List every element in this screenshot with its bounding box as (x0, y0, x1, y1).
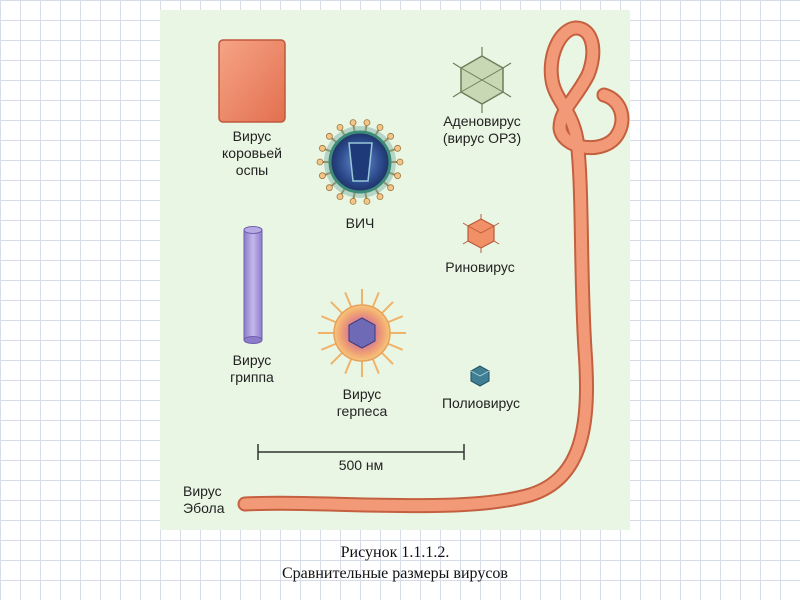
influenza-label: Вирус гриппа (212, 352, 292, 386)
hiv-spike-knob (350, 120, 356, 126)
hiv-spike-knob (350, 198, 356, 204)
hiv-spike-knob (326, 133, 332, 139)
poliovirus-label: Полиовирус (425, 395, 537, 412)
adenovirus-label: Аденовирус (вирус ОРЗ) (422, 113, 542, 147)
herpes-spike (381, 302, 393, 314)
hiv-spike-knob (388, 185, 394, 191)
hiv-spike-knob (395, 145, 401, 151)
poliovirus (471, 366, 489, 386)
hiv-spike-knob (337, 124, 343, 130)
rhinovirus-label: Риновирус (430, 259, 530, 276)
hiv-spike-knob (397, 159, 403, 165)
figure-number: Рисунок 1.1.1.2. (160, 544, 630, 562)
herpes-spike (372, 292, 379, 308)
herpes-spike (331, 352, 343, 364)
hiv-spike-knob (319, 145, 325, 151)
herpes-virus (318, 289, 406, 377)
hiv-spike-knob (364, 120, 370, 126)
adenovirus (453, 47, 511, 113)
hiv-spike-knob (395, 173, 401, 179)
ebola-label: Вирус Эбола (183, 483, 245, 517)
herpes-spike (381, 352, 393, 364)
herpes-spike (387, 343, 403, 350)
hiv-spike-knob (377, 124, 383, 130)
rhinovirus (463, 214, 499, 253)
hiv-spike-knob (319, 173, 325, 179)
hiv-spike-knob (388, 133, 394, 139)
herpes-spike (321, 316, 337, 323)
vaccinia-virus (219, 40, 285, 122)
herpes-spike (372, 358, 379, 374)
herpes-spike (321, 343, 337, 350)
hiv-spike-knob (364, 198, 370, 204)
hiv-virus (317, 120, 403, 205)
hiv-spike-knob (326, 185, 332, 191)
hiv-spike-knob (317, 159, 323, 165)
vaccinia-label: Вирус коровьей оспы (212, 128, 292, 179)
herpes-label: Вирус герпеса (322, 386, 402, 420)
herpes-spike (387, 316, 403, 323)
influenza-virus (244, 227, 262, 344)
hiv-spike-knob (377, 194, 383, 200)
hiv-spike-knob (337, 194, 343, 200)
figure-caption: Сравнительные размеры вирусов (160, 565, 630, 583)
scale-bar-label: 500 нм (321, 457, 401, 474)
herpes-spike (345, 292, 352, 308)
hiv-label: ВИЧ (320, 215, 400, 232)
herpes-spike (331, 302, 343, 314)
herpes-spike (345, 358, 352, 374)
